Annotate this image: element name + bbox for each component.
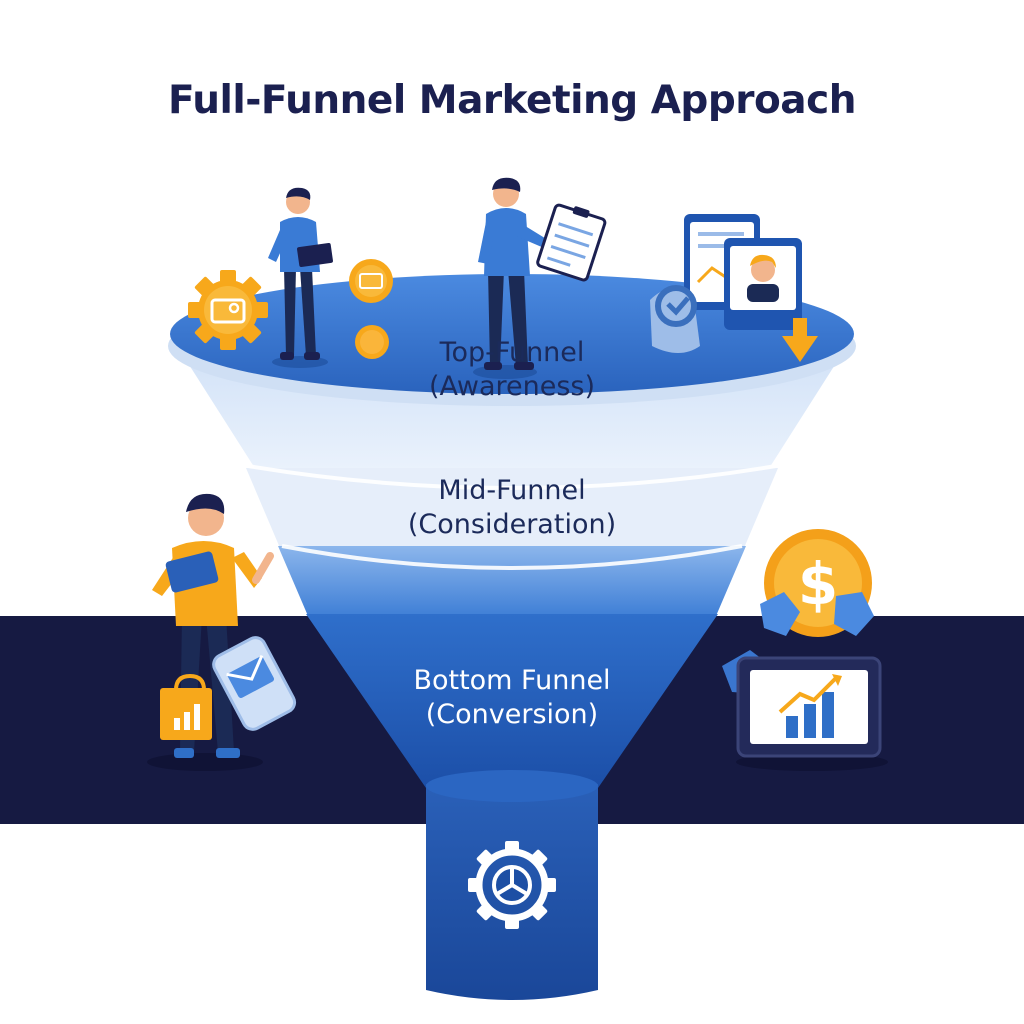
funnel-divider-1	[247, 464, 777, 490]
person-with-tablet	[147, 493, 274, 771]
stage-label-mid-funnel: Mid-Funnel (Consideration)	[332, 474, 692, 542]
coin-icon	[355, 325, 389, 359]
coin-icon	[349, 259, 393, 303]
stage-detail: (Consideration)	[407, 509, 617, 540]
gear-icon	[188, 270, 268, 350]
funnel-lower-section	[306, 614, 718, 788]
email-phone-icon	[212, 636, 297, 731]
funnel-divider-2	[281, 544, 743, 570]
svg-text:$: $	[798, 550, 838, 618]
clipboard-icon	[536, 203, 607, 282]
funnel-mid-section	[246, 468, 778, 548]
stage-detail: (Conversion)	[425, 699, 599, 730]
stage-name: Mid-Funnel	[438, 475, 586, 506]
stage-name: Top-Funnel	[439, 337, 585, 368]
stage-name: Bottom Funnel	[413, 665, 611, 696]
person-with-clipboard	[473, 177, 607, 379]
chart-monitor-icon	[736, 656, 888, 771]
stage-label-bottom-funnel: Bottom Funnel (Conversion)	[332, 664, 692, 732]
funnel-spout-rim	[426, 770, 598, 802]
download-arrow-icon	[782, 318, 818, 362]
diagram-title: Full-Funnel Marketing Approach	[168, 78, 857, 123]
megaphone-icon	[650, 285, 700, 353]
stage-detail: (Awareness)	[428, 371, 596, 402]
stage-label-top-funnel: Top-Funnel (Awareness)	[332, 336, 692, 404]
profile-card-icon	[724, 238, 802, 330]
shopping-bag-icon	[160, 673, 212, 740]
person-with-laptop	[268, 187, 333, 368]
settings-gear-icon	[468, 841, 556, 929]
